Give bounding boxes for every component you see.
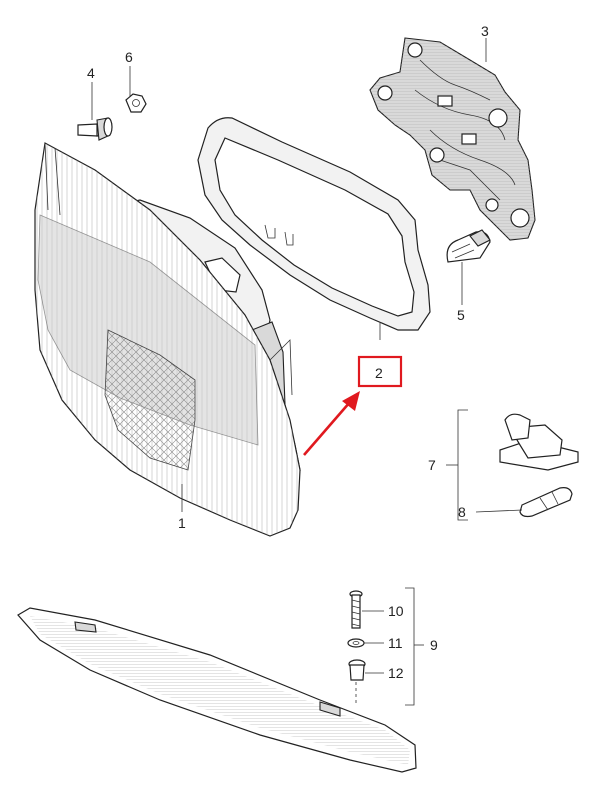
callout-2: 2 xyxy=(375,365,383,381)
bulb-holder-board xyxy=(369,37,536,241)
callout-7: 7 xyxy=(428,457,436,473)
callout-11: 11 xyxy=(388,635,403,651)
callout-10: 10 xyxy=(388,603,404,619)
reflector-strip xyxy=(17,607,417,773)
callout-5: 5 xyxy=(457,307,465,323)
callout-12: 12 xyxy=(388,665,404,681)
bolt xyxy=(77,117,113,141)
screw xyxy=(349,590,363,629)
callouts: 1 2 3 4 5 6 7 8 9 10 11 12 xyxy=(87,23,489,681)
callout-6: 6 xyxy=(125,49,133,65)
leader-lines xyxy=(91,38,523,706)
bulb xyxy=(446,229,491,263)
gasket xyxy=(197,117,431,331)
nut xyxy=(125,93,147,113)
wedge-bulb xyxy=(519,487,573,518)
highlight-arrow xyxy=(303,401,351,456)
callout-1: 1 xyxy=(178,515,186,531)
callout-3: 3 xyxy=(481,23,489,39)
callout-8: 8 xyxy=(458,504,466,520)
callout-9: 9 xyxy=(430,637,438,653)
washer xyxy=(347,638,365,648)
highlight-box xyxy=(357,355,403,388)
highlight-arrowhead xyxy=(342,391,360,411)
socket xyxy=(499,413,579,471)
callout-4: 4 xyxy=(87,65,95,81)
grommet xyxy=(348,659,366,681)
highlight-callout-2 xyxy=(303,355,403,456)
tail-lamp-lens xyxy=(34,142,301,537)
